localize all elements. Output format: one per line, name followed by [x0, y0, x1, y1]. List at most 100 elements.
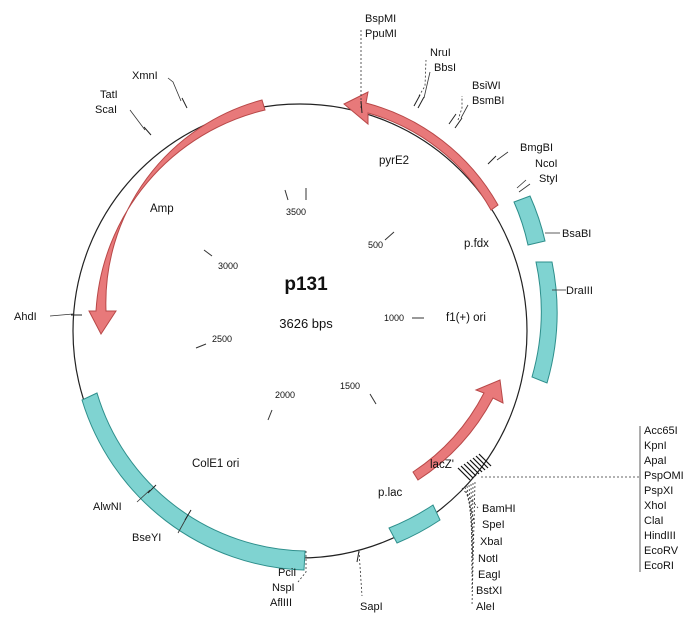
leader-nrui — [418, 59, 427, 97]
tick-mark-3000 — [203, 249, 213, 257]
scale-ticks — [195, 188, 424, 421]
site-label-bamhi: BamHI — [482, 503, 516, 515]
mcs-cut — [478, 453, 492, 467]
mcs-cut — [469, 459, 483, 473]
site-label-apai: ApaI — [644, 455, 667, 467]
site-tick — [454, 117, 463, 129]
site-label-styi: StyI — [539, 173, 558, 185]
site-label-bsiwi: BsiWI — [472, 80, 501, 92]
site-label-pspomi: PspOMI — [644, 470, 684, 482]
tick-label-1500: 1500 — [340, 381, 360, 391]
site-label-clai: ClaI — [644, 515, 664, 527]
site-tick — [448, 113, 457, 125]
plac-arrow — [412, 379, 504, 481]
site-label-ncoi: NcoI — [535, 158, 558, 170]
site-tick — [181, 97, 188, 109]
feature-label-plac: p.lac — [378, 487, 403, 499]
tick-mark-1500 — [369, 393, 377, 405]
site-ticks — [71, 94, 497, 563]
site-label-bbsi: BbsI — [434, 62, 456, 74]
feature-boxes — [81, 195, 558, 571]
plasmid-size: 3626 bps — [279, 316, 333, 331]
feature-label-pfdx: p.fdx — [464, 238, 489, 250]
feature-label-colE1: ColE1 ori — [192, 458, 239, 470]
site-tick — [147, 484, 157, 494]
site-label-pcii: PciI — [278, 567, 296, 579]
mcs-cut — [457, 467, 471, 481]
feature-label-lacZ: lacZ' — [430, 459, 454, 471]
site-tick — [143, 126, 152, 136]
site-label-spei: SpeI — [482, 519, 505, 531]
site-label-pspxi: PspXI — [644, 485, 673, 497]
feature-label-f1ori: f1(+) ori — [446, 312, 486, 324]
site-tick — [356, 550, 360, 563]
pfdx-box — [513, 195, 546, 246]
site-label-bspmi: BspMI — [365, 13, 396, 25]
plac-box — [388, 504, 441, 544]
leader-ahdi — [49, 313, 74, 317]
colE1-box — [81, 392, 306, 571]
plasmid-name: p131 — [284, 274, 328, 295]
site-label-alwni: AlwNI — [93, 501, 122, 513]
site-label-ahdi: AhdI — [14, 311, 37, 323]
site-label-nspi: NspI — [272, 582, 295, 594]
site-label-draiii: DraIII — [566, 285, 593, 297]
site-label-hindiii: HindIII — [644, 530, 676, 542]
mcs-cut — [460, 465, 474, 479]
mcs-cut — [463, 463, 477, 477]
site-tick — [417, 96, 425, 109]
site-label-bmgbi: BmgBI — [520, 142, 553, 154]
mcs-cut — [475, 455, 489, 469]
leader-bbsi — [423, 71, 431, 99]
site-tick — [413, 94, 421, 107]
tick-mark-2000 — [267, 409, 273, 421]
site-label-ppumi: PpuMI — [365, 28, 397, 40]
feature-label-amp: Amp — [150, 203, 174, 215]
site-label-kpni: KpnI — [644, 440, 667, 452]
tick-label-2500: 2500 — [212, 334, 232, 344]
site-tick — [184, 509, 192, 521]
site-label-bstxi: BstXI — [476, 585, 502, 597]
site-label-bsmbi: BsmBI — [472, 95, 504, 107]
site-label-xbai: XbaI — [480, 536, 503, 548]
site-label-scai: ScaI — [95, 104, 117, 116]
feature-label-pyrE2: pyrE2 — [379, 155, 409, 167]
tick-mark-500 — [384, 231, 395, 241]
site-tick — [360, 100, 363, 114]
site-label-acc65i: Acc65I — [644, 425, 678, 437]
mcs-cut — [466, 461, 480, 475]
amp-arrow — [88, 99, 266, 335]
leader-ncoi — [516, 179, 527, 189]
site-label-eagi: EagI — [478, 569, 501, 581]
leader-tati — [129, 109, 146, 131]
site-label-bsabi: BsaBI — [562, 228, 591, 240]
site-label-xmni: XmnI — [132, 70, 158, 82]
tick-label-3500: 3500 — [286, 207, 306, 217]
tick-mark-3500b — [284, 189, 289, 201]
leader-bmgbi — [496, 151, 509, 161]
site-label-xhoi: XhoI — [644, 500, 667, 512]
leader-bsmbi — [460, 104, 469, 119]
f1ori-box — [531, 261, 558, 384]
site-label-afliii: AflIII — [270, 597, 292, 609]
leader-alwni — [136, 489, 151, 503]
site-label-alei: AleI — [476, 601, 495, 613]
pyrE2-arrow — [343, 91, 499, 211]
tick-label-1000: 1000 — [384, 313, 404, 323]
site-tick — [487, 155, 497, 165]
tick-label-500: 500 — [368, 240, 383, 250]
tick-label-2000: 2000 — [275, 390, 295, 400]
tick-label-3000: 3000 — [218, 261, 238, 271]
leader-styi — [518, 183, 531, 193]
site-label-tati: TatI — [100, 89, 118, 101]
leader-pcii — [297, 551, 307, 583]
site-label-ecorv: EcoRV — [644, 545, 679, 557]
tick-mark-2500 — [195, 343, 207, 349]
site-leaders — [49, 28, 641, 607]
feature-arrows — [88, 91, 504, 481]
leader-xmni — [167, 77, 182, 102]
site-label-bseyi: BseYI — [132, 532, 161, 544]
mcs-cut-marks — [457, 453, 492, 481]
mcs-cut — [472, 457, 486, 471]
